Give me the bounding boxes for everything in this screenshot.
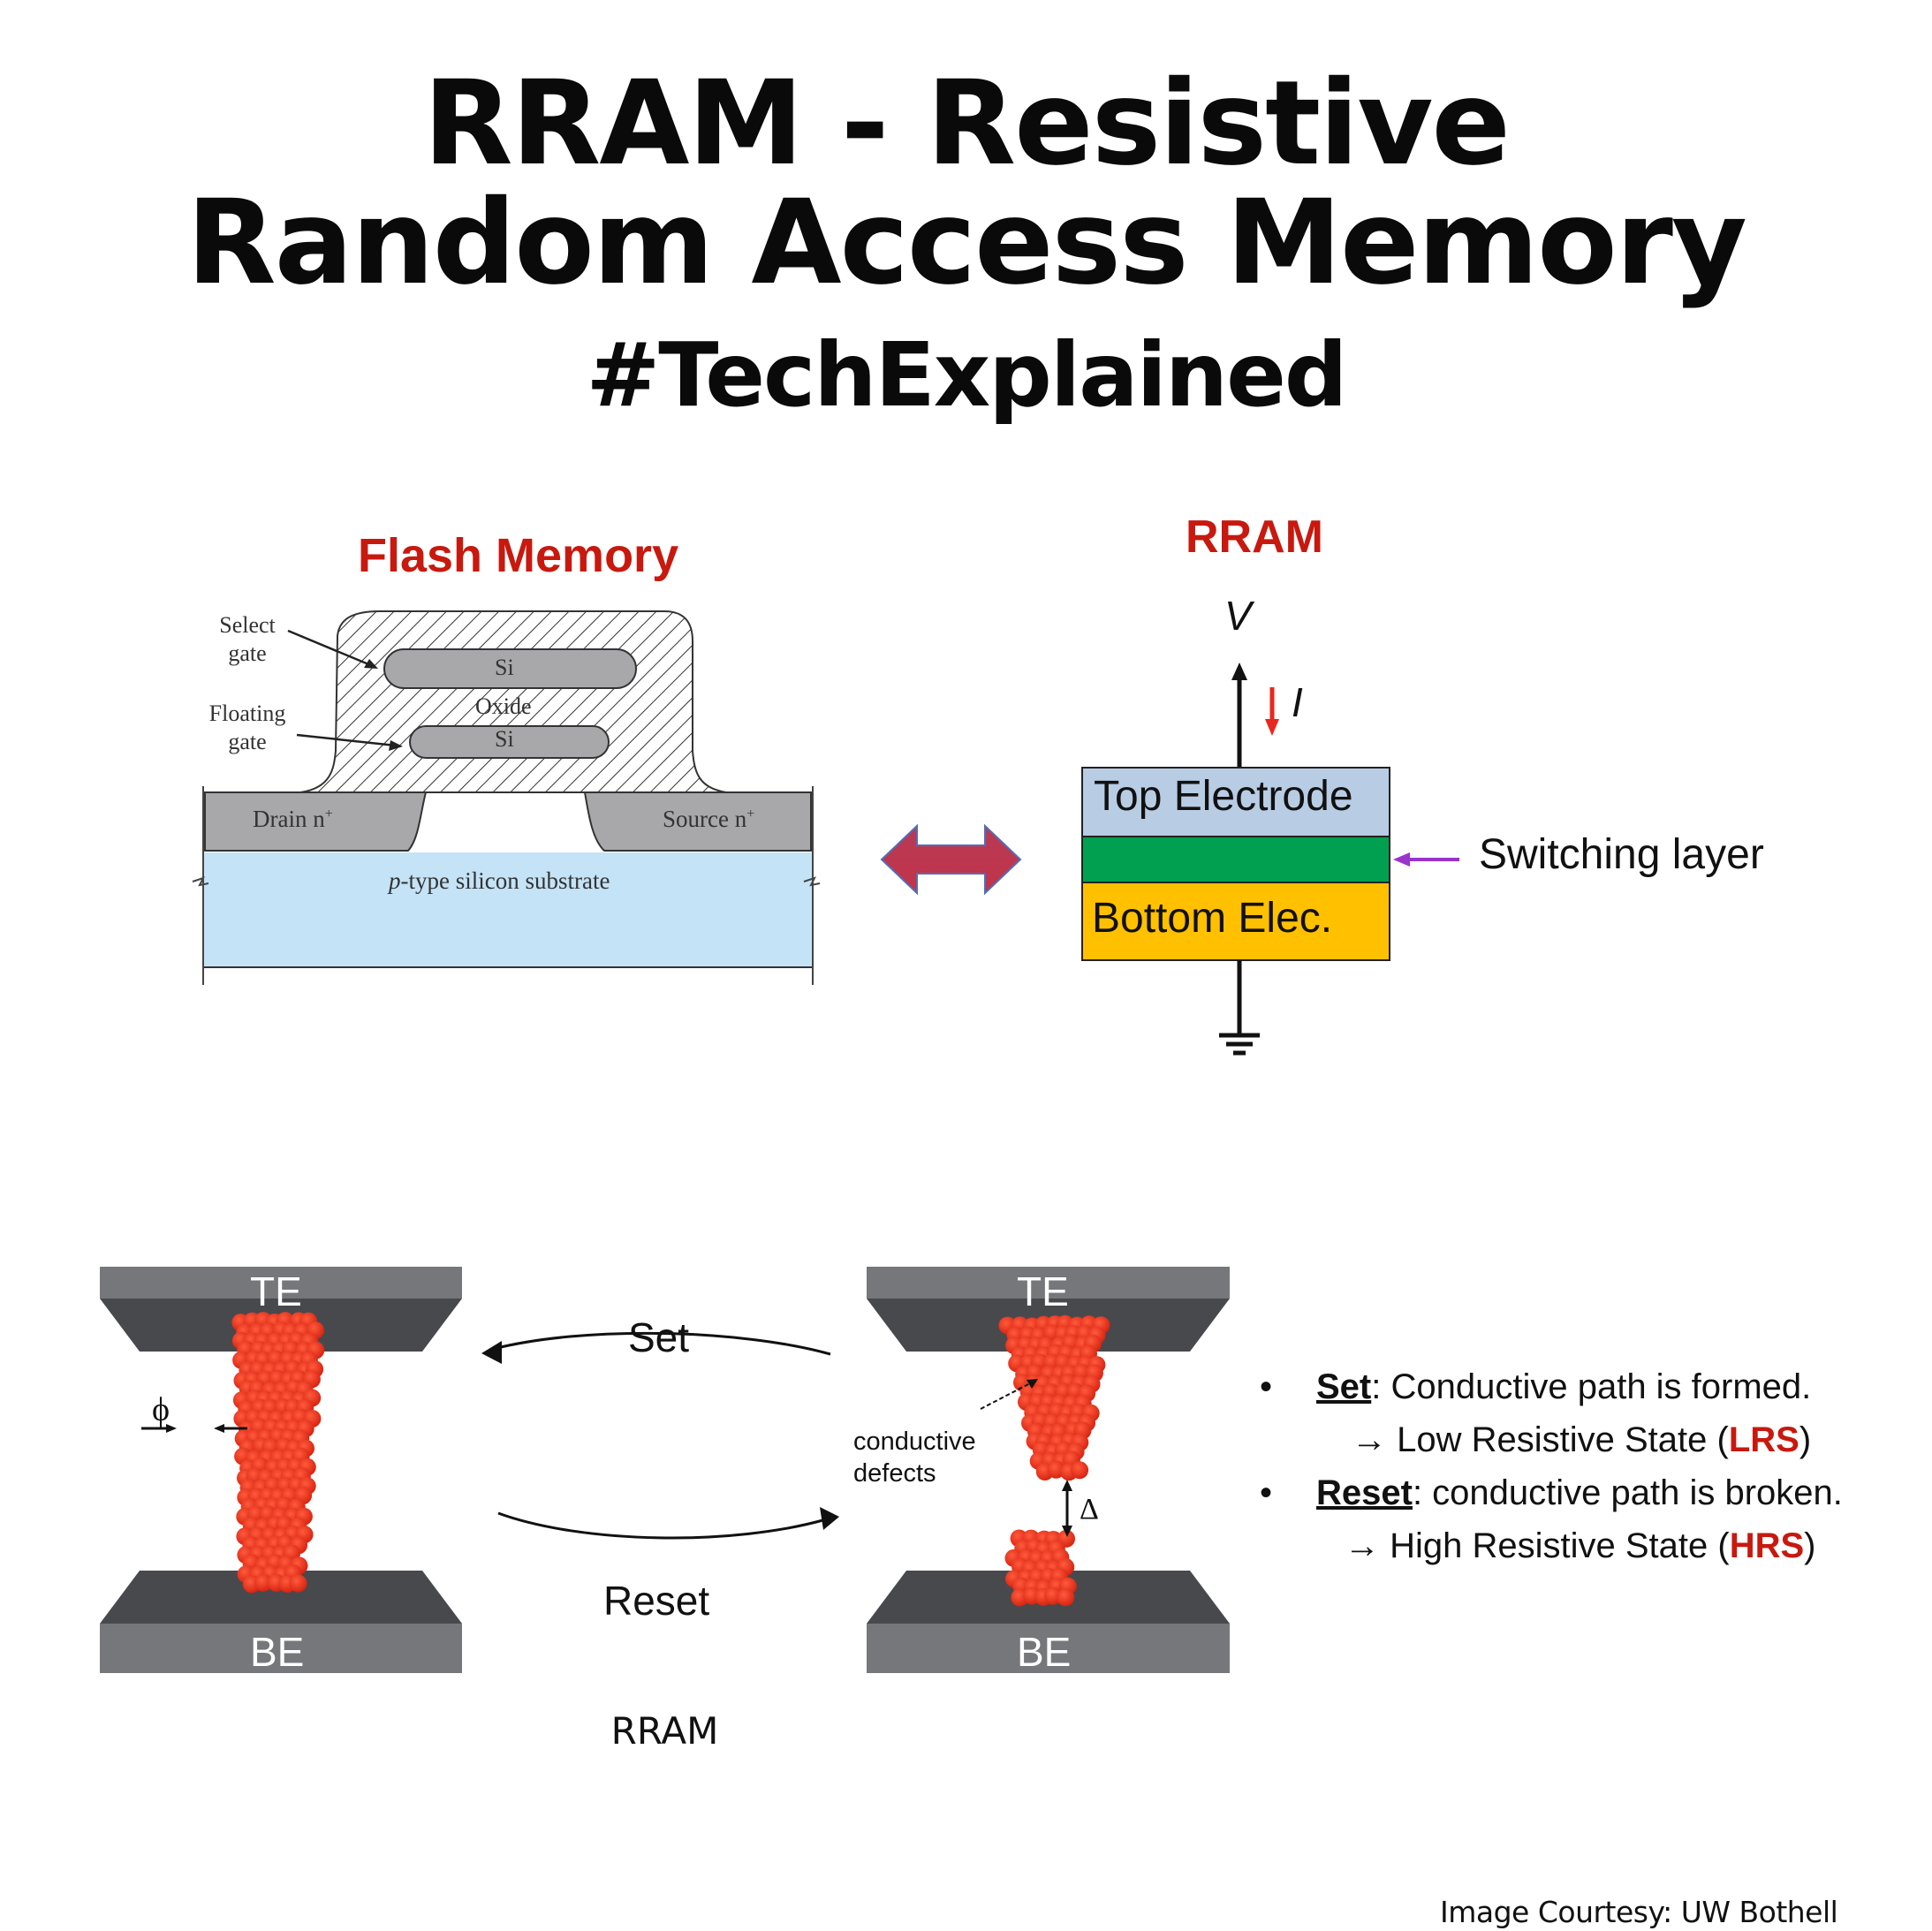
phi-arrow-left-icon (214, 1424, 224, 1433)
top-electrode-label: Top Electrode (1094, 772, 1353, 821)
right-te-label: TE (1017, 1268, 1069, 1315)
current-arrow-icon (1265, 719, 1279, 736)
diameter-symbol: ϕ (152, 1390, 170, 1429)
conductive-defects-label: conductive defects (853, 1426, 976, 1489)
substrate-text: -type silicon substrate (401, 867, 610, 894)
filament-particle (1071, 1461, 1088, 1479)
rram-title: RRAM (1186, 511, 1323, 564)
rram-caption: RRAM (574, 1709, 755, 1753)
reset-result-suffix: ) (1804, 1526, 1815, 1565)
right-broken-filament-top (999, 1315, 1110, 1481)
pointer-arrow-icon (1393, 852, 1410, 867)
gap-arrow-up-icon (1062, 1480, 1072, 1491)
drain-superscript: + (325, 806, 333, 822)
double-arrow-icon (875, 817, 1029, 905)
ground-icon (1219, 1035, 1260, 1053)
filament-particle (1057, 1588, 1074, 1606)
reset-bullet: • Reset: conductive path is broken. (1254, 1466, 1926, 1519)
set-result-suffix: ) (1799, 1420, 1811, 1459)
title-line-2: Random Access Memory (0, 181, 1932, 305)
bottom-electrode-label: Bottom Elec. (1092, 894, 1332, 943)
left-be-label: BE (250, 1628, 304, 1676)
si-bottom-label: Si (495, 726, 514, 753)
substrate-italic: p (389, 867, 401, 894)
switching-layer (1082, 837, 1390, 882)
bullet-icon: • (1260, 1466, 1272, 1519)
voltage-label: V (1224, 592, 1252, 640)
left-te-label: TE (250, 1268, 302, 1315)
conductive-defects-line1: conductive (853, 1426, 976, 1458)
right-be-label: BE (1017, 1628, 1071, 1676)
set-term: Set (1316, 1367, 1371, 1406)
floating-gate-label-line2: gate (199, 728, 296, 756)
conductive-defects-line2: defects (853, 1458, 976, 1489)
image-credit: Image Courtesy: UW Bothell (1440, 1895, 1837, 1929)
si-top-label: Si (495, 655, 514, 681)
reset-result-prefix: → High Resistive State ( (1345, 1526, 1730, 1565)
floating-gate-label-line1: Floating (199, 700, 296, 728)
lrs-abbr: LRS (1729, 1420, 1799, 1459)
set-result: → Low Resistive State (LRS) (1254, 1413, 1926, 1466)
set-reset-explanation: • Set: Conductive path is formed. → Low … (1254, 1360, 1926, 1572)
title-line-1: RRAM - Resistive (0, 62, 1932, 186)
source-label: Source n+ (663, 806, 754, 833)
source-superscript: + (746, 806, 754, 822)
set-description: : Conductive path is formed. (1371, 1367, 1811, 1406)
hashtag: #TechExplained (0, 327, 1932, 424)
source-text: Source n (663, 806, 746, 832)
select-gate-label-line1: Select (212, 611, 283, 640)
hrs-abbr: HRS (1730, 1526, 1804, 1565)
rram-circuit (1060, 654, 1466, 1069)
right-broken-filament-bottom (1005, 1530, 1077, 1607)
left-conductive-filament (231, 1312, 324, 1593)
gap-symbol: Δ (1080, 1493, 1099, 1526)
oxide-label: Oxide (475, 693, 532, 720)
reset-arrow-icon (498, 1513, 826, 1538)
drain-label: Drain n+ (253, 806, 333, 833)
reset-label: Reset (603, 1577, 709, 1624)
reset-description: : conductive path is broken. (1413, 1473, 1843, 1512)
drain-text: Drain n (253, 806, 325, 832)
set-bullet: • Set: Conductive path is formed. (1254, 1360, 1926, 1413)
select-gate-label-line2: gate (212, 640, 283, 668)
switching-layer-label: Switching layer (1479, 830, 1764, 879)
set-label: Set (628, 1314, 689, 1361)
voltage-arrow-icon (1231, 663, 1247, 680)
bullet-icon: • (1260, 1360, 1272, 1413)
flash-memory-title: Flash Memory (358, 528, 678, 583)
set-result-prefix: → Low Resistive State ( (1352, 1420, 1729, 1459)
substrate-label: p-type silicon substrate (389, 867, 610, 895)
reset-term: Reset (1316, 1473, 1413, 1512)
filament-particle (290, 1575, 307, 1593)
select-gate-label: Select gate (212, 611, 283, 668)
reset-result: → High Resistive State (HRS) (1254, 1519, 1926, 1572)
floating-gate-label: Floating gate (199, 700, 296, 756)
